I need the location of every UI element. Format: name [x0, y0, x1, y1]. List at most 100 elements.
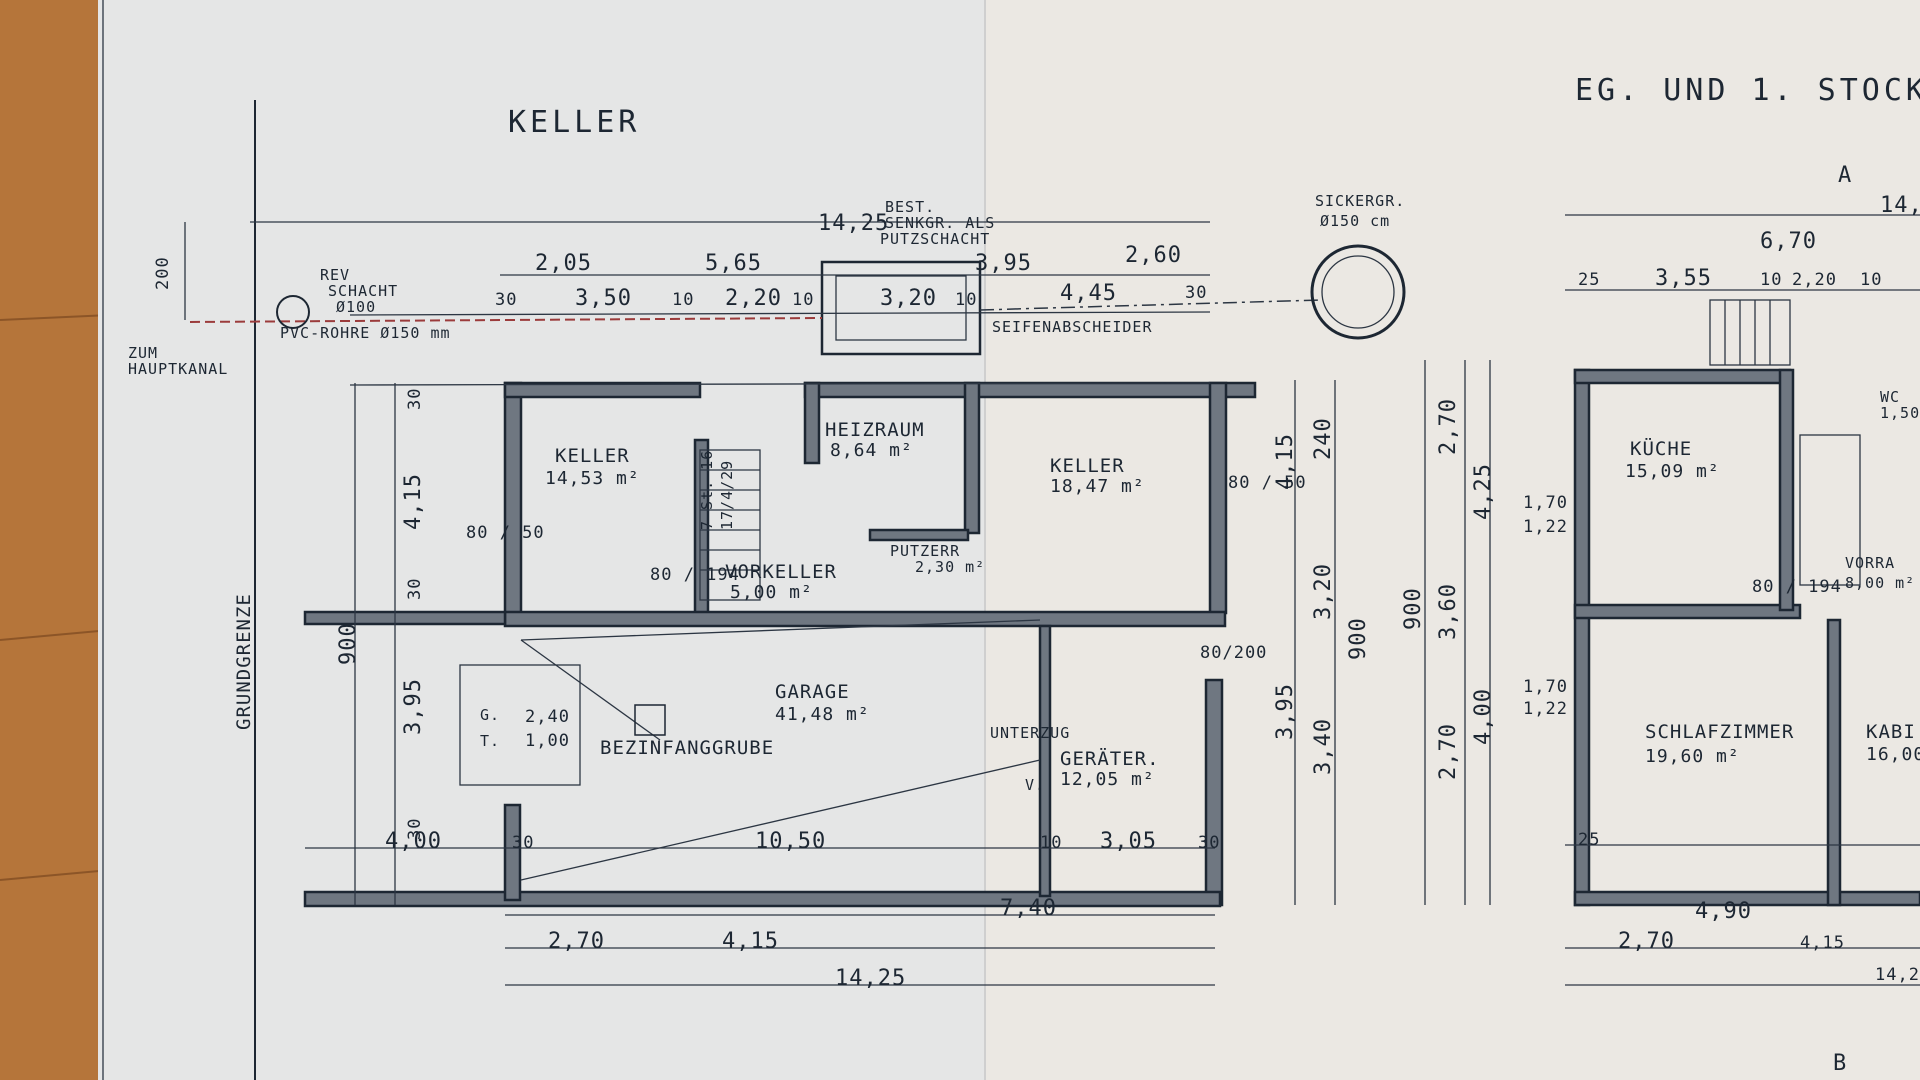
dim-door-80-50a: 80 / 50: [466, 523, 545, 543]
dim-right-425: 4,25: [1471, 463, 1496, 520]
dim-right-395: 3,95: [1273, 683, 1298, 740]
room-kueche-name: KÜCHE: [1630, 437, 1692, 460]
property-line-label: GRUNDGRENZE: [233, 593, 255, 730]
note-sickergrube-1: SICKERGR.: [1315, 192, 1405, 210]
room-schlafzimmer-name: SCHLAFZIMMER: [1645, 721, 1794, 743]
dim-bot-1050: 10,50: [755, 829, 826, 854]
dim-bot-270: 2,70: [548, 929, 605, 954]
dim-top-g: 10: [672, 290, 694, 310]
room-keller-right-name: KELLER: [1050, 455, 1125, 477]
ground-floor-stairs: [1709, 299, 1861, 586]
note-best: BEST.: [885, 198, 935, 216]
wood-grain: [0, 869, 111, 881]
dim-left-30c: 30: [405, 818, 425, 840]
dim-eg-220: 2,20: [1792, 270, 1837, 290]
room-keller-right-area: 18,47 m²: [1050, 476, 1145, 497]
dim-right-240: 240: [1311, 417, 1336, 460]
dim-right-900b: 900: [1401, 587, 1426, 630]
dim-bot-1425: 14,25: [835, 966, 906, 991]
room-heizraum-area: 8,64 m²: [830, 440, 913, 461]
note-pit-depth: 1,00: [525, 731, 570, 751]
dim-right-900: 900: [1346, 617, 1371, 660]
dim-top-e: 30: [495, 290, 517, 310]
room-garage-name: GARAGE: [775, 681, 850, 703]
dim-top-total: 14,25: [818, 211, 889, 236]
dim-top-h: 2,20: [725, 286, 782, 311]
dim-left-900: 900: [336, 622, 361, 665]
dim-left-395: 3,95: [401, 678, 426, 735]
dim-window-170b: 1,70: [1523, 677, 1568, 697]
note-rev-schacht-2: SCHACHT: [328, 282, 398, 300]
dim-door-80-200: 80/200: [1200, 643, 1267, 663]
dim-door-80-194a: 80 / 194: [650, 565, 740, 585]
septic-inner: [835, 275, 967, 341]
ground-floor-title: EG. UND 1. STOCK: [1575, 73, 1920, 108]
dim-window-122b: 1,22: [1523, 699, 1568, 719]
dim-top-j: 3,20: [880, 286, 937, 311]
note-unterzug: UNTERZUG: [990, 724, 1070, 742]
room-garage-area: 41,48 m²: [775, 704, 870, 725]
dim-bot-305: 3,05: [1100, 829, 1157, 854]
septic-tank: [820, 260, 982, 356]
dim-right-400: 4,00: [1471, 688, 1496, 745]
note-v: V.: [1025, 776, 1045, 794]
garage-cross-line: [520, 759, 1041, 881]
dim-top-b: 5,65: [705, 251, 762, 276]
room-kueche-area: 15,09 m²: [1625, 461, 1720, 482]
section-marker-b: B: [1833, 1051, 1847, 1076]
dim-bot-30b: 30: [1198, 833, 1220, 853]
room-kabinett-name: KABI: [1866, 721, 1916, 743]
dim-window-122a: 1,22: [1523, 517, 1568, 537]
ground-floor-walls: [1573, 368, 1920, 907]
room-keller-left-area: 14,53 m²: [545, 468, 640, 489]
note-zum: ZUM: [128, 344, 158, 362]
seepage-pit-inner: [1321, 255, 1395, 329]
note-senkgrube: SENKGR. ALS: [885, 214, 995, 232]
dim-window-170a: 1,70: [1523, 493, 1568, 513]
dim-right-415: 4,15: [1273, 433, 1298, 490]
dim-eg-bot-415: 4,15: [1800, 933, 1845, 953]
room-vorkeller-area: 5,00 m²: [730, 582, 813, 603]
dim-right-320: 3,20: [1311, 563, 1336, 620]
pvc-pipe: [189, 317, 823, 323]
dimension-lines: [184, 214, 1920, 986]
dim-eg-bot-270: 2,70: [1618, 929, 1675, 954]
dim-eg-10: 10: [1760, 270, 1782, 290]
note-door-g: G.: [480, 706, 500, 724]
dim-eg-14: 14,: [1880, 193, 1920, 218]
dim-bot-30a: 30: [512, 833, 534, 853]
dim-door-80-50b: 80 / 50: [1228, 473, 1307, 493]
dim-left-30b: 30: [405, 578, 425, 600]
dim-door-80-194b: 80 / 194: [1752, 577, 1842, 597]
basement-walls: [303, 381, 1257, 908]
room-keller-left-name: KELLER: [555, 445, 630, 467]
note-hauptkanal: HAUPTKANAL: [128, 360, 228, 378]
dim-top-k: 10: [955, 290, 977, 310]
room-vorraum-name: VORRA: [1845, 554, 1895, 572]
room-putzerr-name: PUTZERR: [890, 542, 960, 560]
service-pit: [459, 664, 581, 786]
wood-grain: [0, 629, 111, 641]
drain-line: [979, 299, 1321, 311]
dim-bot-400: 4,00: [385, 829, 442, 854]
dim-top-f: 3,50: [575, 286, 632, 311]
section-marker-a: A: [1838, 163, 1852, 188]
dim-left-415: 4,15: [401, 473, 426, 530]
seepage-pit-icon: [1310, 244, 1406, 340]
wood-grain: [0, 314, 111, 321]
dim-bot-10: 10: [1040, 833, 1062, 853]
note-pvc-pipe: PVC-ROHRE Ø150 mm: [280, 324, 451, 342]
garage-cross-line: [520, 619, 1041, 641]
dim-right-270b: 2,70: [1436, 723, 1461, 780]
dim-top-l: 4,45: [1060, 281, 1117, 306]
dim-eg-bot-142: 14,2: [1875, 965, 1920, 985]
basement-title: KELLER: [508, 105, 640, 140]
dim-eg-670: 6,70: [1760, 229, 1817, 254]
dim-left-200: 200: [153, 256, 173, 290]
room-schlafzimmer-area: 19,60 m²: [1645, 746, 1740, 767]
garage-cross-line: [520, 639, 661, 741]
dim-top-i: 10: [792, 290, 814, 310]
room-vorraum-area: 8,00 m²: [1845, 574, 1915, 592]
note-stairs-2: 17/4/29: [718, 460, 736, 530]
